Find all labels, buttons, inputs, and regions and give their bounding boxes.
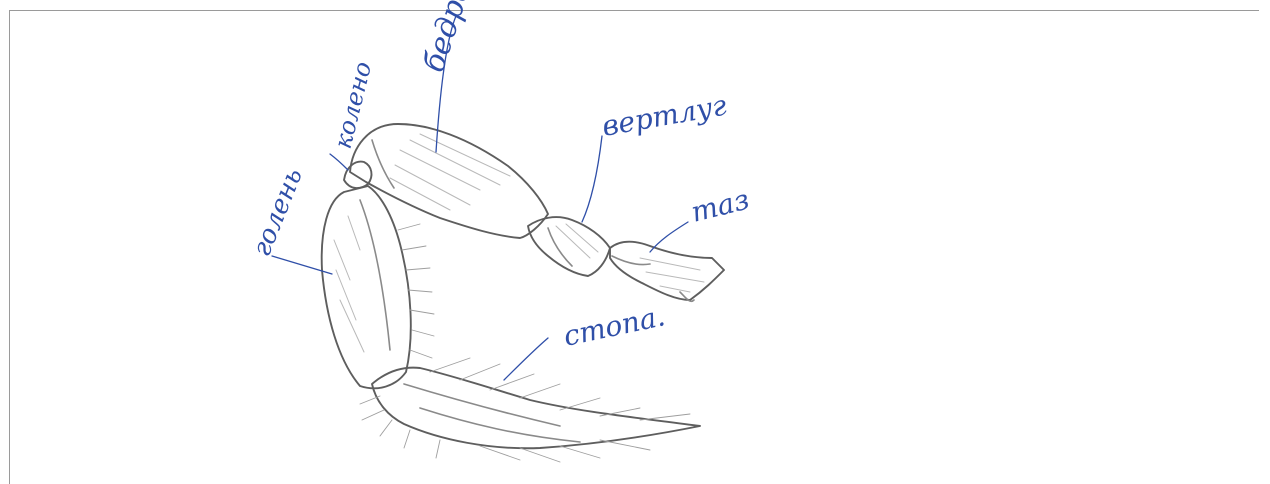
- coxa-segment: [610, 242, 724, 302]
- leader-goleni: [272, 256, 332, 274]
- femur-segment: [350, 124, 548, 238]
- trochanter-segment: [528, 217, 610, 276]
- label-koleno: колено: [329, 59, 378, 152]
- label-taz: таз: [688, 183, 753, 229]
- label-bedro: бедро: [416, 0, 478, 76]
- label-vertlug: вертлуг: [599, 89, 728, 143]
- tibia-segment: [322, 186, 434, 388]
- leader-stopa: [504, 338, 548, 380]
- label-stopa: стопа.: [561, 299, 668, 353]
- label-goleni: голень: [247, 164, 309, 261]
- knee-segment: [344, 162, 371, 188]
- leader-koleno: [330, 154, 348, 170]
- tarsus-segment: [360, 358, 700, 462]
- leader-vertlug: [582, 136, 602, 222]
